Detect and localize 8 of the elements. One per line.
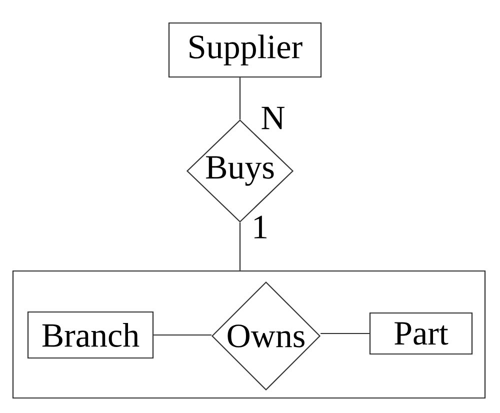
connector-line bbox=[239, 78, 241, 120]
connector-line bbox=[154, 334, 212, 336]
entity-box: Branch bbox=[27, 311, 154, 359]
entity-box: Part bbox=[369, 312, 473, 355]
entity-box: Supplier bbox=[168, 22, 322, 78]
connector-line bbox=[239, 222, 241, 270]
connector-line bbox=[320, 332, 370, 334]
aggregation-box bbox=[12, 270, 486, 399]
